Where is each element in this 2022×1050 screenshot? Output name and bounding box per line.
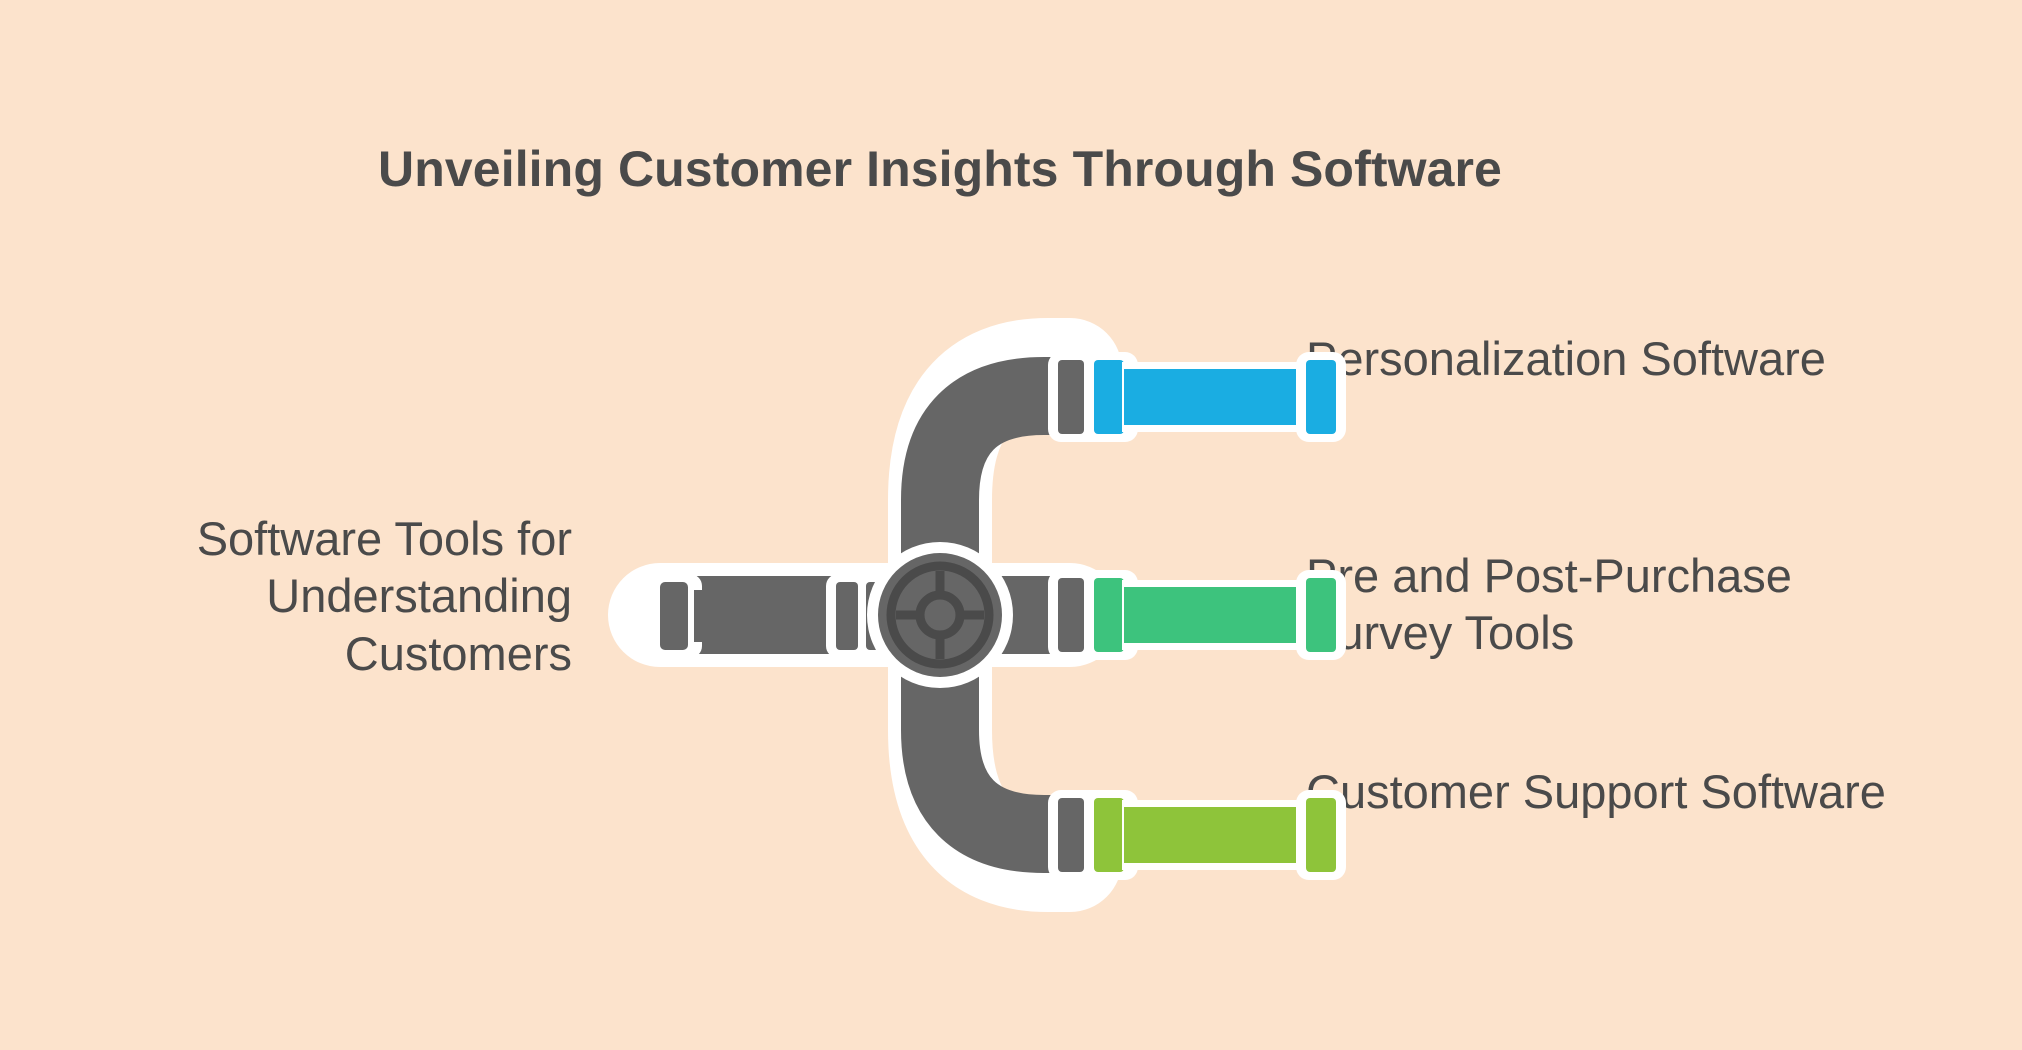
branch-bottom-flange-gray: [1058, 798, 1084, 872]
branch-bottom-body: [1124, 807, 1310, 863]
branch-pipe-survey-tools: [1048, 570, 1346, 660]
branch-top-flange-gray: [1058, 360, 1084, 434]
source-pipe-end-cap: [660, 582, 688, 650]
source-node-label: Software Tools for Understanding Custome…: [196, 512, 572, 680]
branch-label-customer-support-software: Customer Support Software: [1306, 765, 1886, 818]
source-pipe-flange-outer: [836, 582, 858, 650]
branch-top-body: [1124, 369, 1310, 425]
source-pipe-body: [694, 590, 834, 642]
branch-middle-body: [1124, 587, 1310, 643]
branch-label-personalization-software: Personalization Software: [1306, 332, 1826, 385]
branch-top-end-cap: [1306, 360, 1336, 434]
branch-label-survey-tools: Pre and Post-Purchase Survey Tools: [1306, 549, 1792, 660]
elbow-pipe-bottom: [901, 615, 1083, 873]
elbow-pipe-top: [901, 357, 1083, 615]
page-title: Unveiling Customer Insights Through Soft…: [378, 141, 1502, 197]
branch-pipe-customer-support-software: [1048, 790, 1346, 880]
branch-middle-flange-gray: [1058, 578, 1084, 652]
branch-bottom-flange-color: [1094, 798, 1124, 872]
branch-bottom-end-cap: [1306, 798, 1336, 872]
valve-wheel-icon: [867, 542, 1013, 688]
branch-top-flange-color: [1094, 360, 1124, 434]
branch-middle-flange-color: [1094, 578, 1124, 652]
branch-pipe-personalization-software: [1048, 352, 1346, 442]
branch-middle-end-cap: [1306, 578, 1336, 652]
